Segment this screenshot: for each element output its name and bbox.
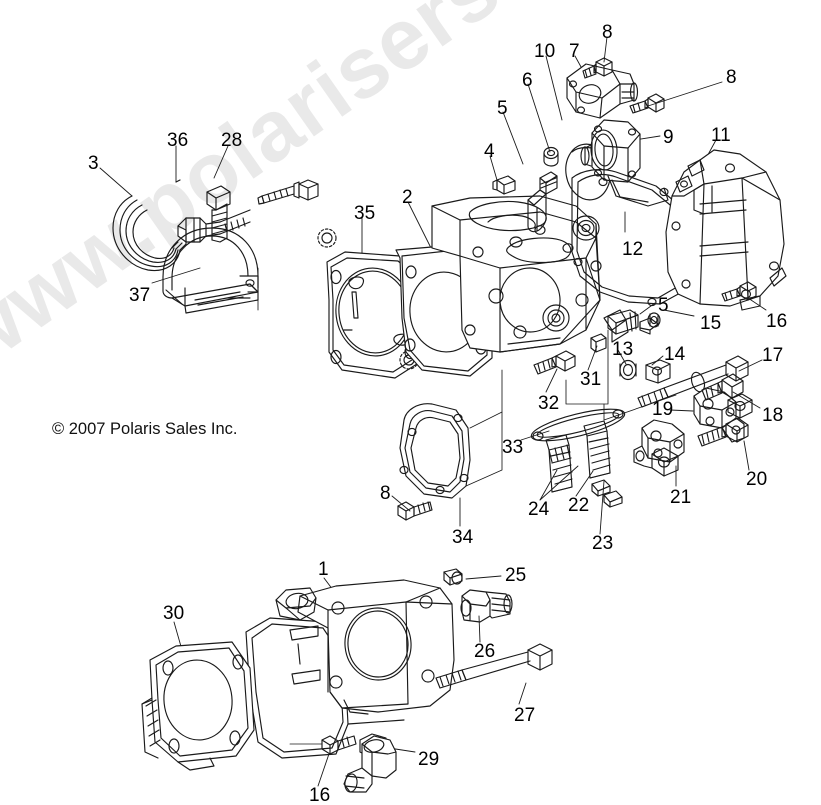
callout-4: 4 bbox=[484, 141, 495, 162]
part-cylinder-bolt-27 bbox=[435, 643, 553, 689]
part-flange-bolt-8b bbox=[629, 93, 665, 114]
callout-5-dowel: 5 bbox=[658, 295, 669, 316]
callout-26: 26 bbox=[474, 641, 496, 662]
copyright-notice: © 2007 Polaris Sales Inc. bbox=[52, 420, 238, 438]
callout-1: 1 bbox=[318, 559, 329, 580]
callout-34: 34 bbox=[452, 527, 474, 548]
part-flange-bolt-36 bbox=[175, 179, 319, 205]
part-intake-flange bbox=[580, 119, 641, 183]
part-nut-13 bbox=[619, 359, 637, 381]
callout-6: 6 bbox=[522, 70, 533, 91]
part-bolt-32 bbox=[533, 350, 576, 375]
callout-33: 33 bbox=[502, 437, 524, 458]
callout-2: 2 bbox=[402, 187, 413, 208]
callout-3: 3 bbox=[88, 153, 99, 174]
callout-22: 22 bbox=[568, 495, 590, 516]
part-flange-bolt-16b bbox=[289, 735, 357, 755]
part-valve-cover bbox=[665, 149, 787, 311]
callout-18: 18 bbox=[762, 405, 784, 426]
callout-14: 14 bbox=[664, 344, 686, 365]
callout-16: 16 bbox=[766, 311, 788, 332]
part-dowel-pin-5a bbox=[527, 171, 558, 233]
callout-21: 21 bbox=[670, 487, 692, 508]
part-valve-spring-24a bbox=[545, 434, 573, 493]
callout-19: 19 bbox=[652, 399, 674, 420]
part-oil-fitting bbox=[460, 589, 513, 623]
callout-35: 35 bbox=[354, 203, 376, 224]
callout-8-intake: 8 bbox=[726, 67, 737, 88]
callout-7: 7 bbox=[569, 41, 580, 62]
part-cylinder-head-bolt-17 bbox=[603, 355, 749, 421]
callout-37: 37 bbox=[129, 285, 151, 306]
callout-25: 25 bbox=[505, 565, 527, 586]
callout-31: 31 bbox=[580, 369, 602, 390]
part-valve-keeper-23 bbox=[603, 490, 623, 508]
callout-11: 11 bbox=[711, 125, 731, 146]
part-plug-4 bbox=[492, 175, 516, 195]
callout-17: 17 bbox=[762, 345, 784, 366]
part-cylinder-base-gasket bbox=[141, 641, 255, 771]
part-collar-14 bbox=[645, 359, 671, 384]
callout-15: 15 bbox=[700, 313, 722, 334]
callout-23: 23 bbox=[592, 533, 614, 554]
part-hose-clamp bbox=[112, 195, 251, 272]
part-flange-bolt-8a bbox=[582, 57, 613, 79]
part-thermostat-housing bbox=[566, 63, 639, 119]
part-flange-bolt-8c bbox=[397, 501, 433, 521]
callout-32: 32 bbox=[538, 393, 560, 414]
callout-8: 8 bbox=[602, 22, 613, 43]
part-cylinder-head bbox=[395, 195, 659, 377]
part-valve-guide-seal bbox=[543, 146, 559, 167]
callout-8-camcover: 8 bbox=[380, 483, 391, 504]
callout-24: 24 bbox=[528, 499, 550, 520]
callout-27: 27 bbox=[514, 705, 536, 726]
part-washer-15 bbox=[647, 312, 661, 328]
part-dowel-pin-25 bbox=[443, 568, 463, 586]
part-bolt-18 bbox=[701, 373, 744, 401]
part-rocker-arm-21 bbox=[633, 419, 685, 477]
part-bolt-28 bbox=[206, 185, 231, 243]
part-valve-cover-gasket bbox=[571, 169, 693, 307]
part-valve-spring-24b bbox=[583, 420, 611, 479]
callout-12: 12 bbox=[622, 239, 644, 260]
part-flange-bolt-16a bbox=[721, 281, 757, 302]
part-pin-31 bbox=[565, 329, 609, 405]
part-heat-shield-bracket bbox=[162, 227, 259, 314]
part-valve-keeper-22 bbox=[591, 479, 611, 497]
callout-16-bottom: 16 bbox=[309, 785, 331, 805]
callout-28: 28 bbox=[221, 130, 243, 151]
part-cylinder bbox=[245, 579, 455, 759]
callout-30: 30 bbox=[163, 603, 185, 624]
callout-20: 20 bbox=[746, 469, 768, 490]
callout-36: 36 bbox=[167, 130, 189, 151]
part-cam-cover-gasket bbox=[399, 369, 503, 499]
callout-13: 13 bbox=[612, 339, 634, 360]
callout-10: 10 bbox=[534, 41, 556, 62]
callout-29: 29 bbox=[418, 749, 440, 770]
callout-5: 5 bbox=[497, 98, 508, 119]
callout-9: 9 bbox=[663, 127, 674, 148]
part-dowel-pin-5b bbox=[607, 309, 639, 335]
part-bolt-20 bbox=[697, 417, 749, 447]
part-elbow-fitting bbox=[343, 735, 397, 793]
